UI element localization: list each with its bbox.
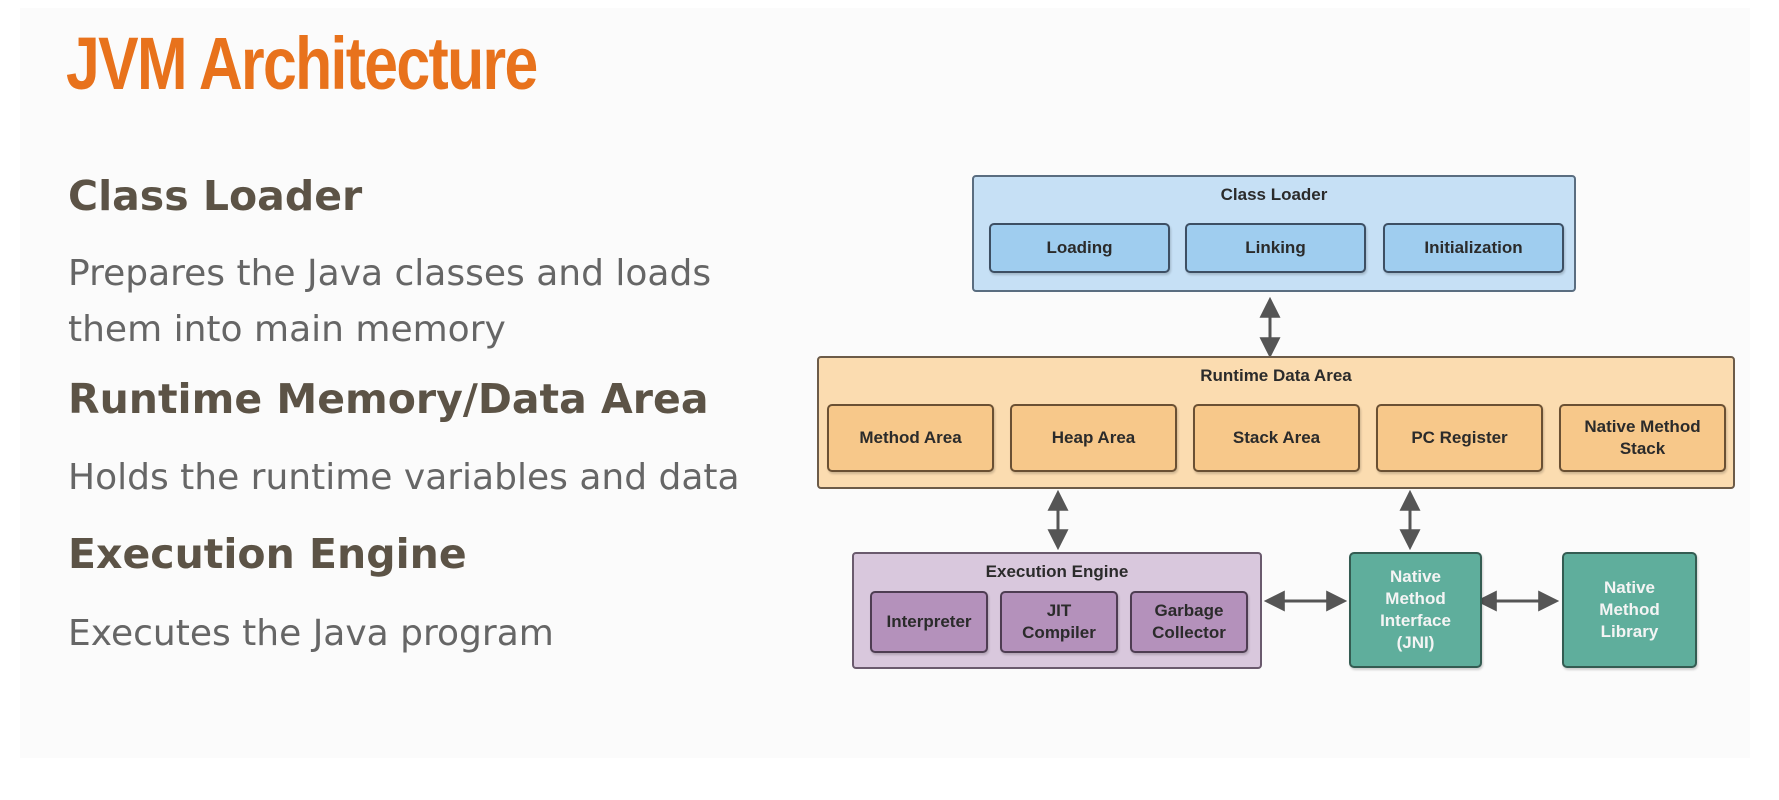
- box-line: JIT: [1046, 601, 1072, 620]
- box-line: Stack: [1619, 439, 1666, 458]
- box-line: Garbage: [1154, 601, 1224, 620]
- native-method-stack-box: Native Method Stack: [1559, 404, 1726, 472]
- description-line: Prepares the Java classes and loads: [68, 253, 712, 294]
- method-area-box: Method Area: [827, 404, 994, 472]
- box-line: (JNI): [1396, 633, 1435, 652]
- linking-box: Linking: [1185, 223, 1366, 273]
- heading-runtime-data-area: Runtime Memory/Data Area: [68, 375, 709, 423]
- heading-execution-engine: Execution Engine: [68, 530, 467, 578]
- execution-engine-title: Execution Engine: [985, 562, 1129, 581]
- slide-title: JVM Architecture: [66, 22, 538, 105]
- box-line: Compiler: [1022, 623, 1096, 642]
- garbage-collector-box: Garbage Collector: [1130, 591, 1248, 653]
- box-line: Library: [1600, 622, 1659, 641]
- slide: JVM Architecture Class Loader Prepares t…: [20, 8, 1750, 758]
- description-execution-engine: Executes the Java program: [68, 606, 554, 662]
- box-line: Collector: [1152, 623, 1226, 642]
- box-line: Method: [1599, 600, 1660, 619]
- box-line: Native: [1603, 578, 1656, 597]
- description-line: them into main memory: [68, 309, 506, 350]
- native-method-library-box: Native Method Library: [1562, 552, 1697, 668]
- box-line: Native Method: [1584, 417, 1701, 436]
- runtime-data-area-panel: Runtime Data Area Method Area Heap Area …: [817, 356, 1735, 489]
- description-line: Executes the Java program: [68, 613, 554, 654]
- execution-engine-panel: Execution Engine Interpreter JIT Compile…: [852, 552, 1262, 669]
- description-runtime-data-area: Holds the runtime variables and data: [68, 450, 740, 506]
- diagram-arrows: [1047, 296, 1560, 612]
- pc-register-box: PC Register: [1376, 404, 1543, 472]
- description-class-loader: Prepares the Java classes and loads them…: [68, 246, 711, 358]
- description-line: Holds the runtime variables and data: [68, 457, 740, 498]
- class-loader-panel: Class Loader Loading Linking Initializat…: [972, 175, 1576, 292]
- class-loader-title: Class Loader: [1220, 185, 1328, 204]
- stack-area-box: Stack Area: [1193, 404, 1360, 472]
- box-line: Native: [1389, 567, 1442, 586]
- interpreter-box: Interpreter: [870, 591, 988, 653]
- initialization-box: Initialization: [1383, 223, 1564, 273]
- box-line: Interface: [1380, 611, 1451, 630]
- heading-class-loader: Class Loader: [68, 172, 363, 220]
- heap-area-box: Heap Area: [1010, 404, 1177, 472]
- jit-compiler-box: JIT Compiler: [1000, 591, 1118, 653]
- box-line: Method: [1385, 589, 1446, 608]
- runtime-data-area-title: Runtime Data Area: [1200, 366, 1352, 385]
- native-method-interface-box: Native Method Interface (JNI): [1349, 552, 1482, 668]
- loading-box: Loading: [989, 223, 1170, 273]
